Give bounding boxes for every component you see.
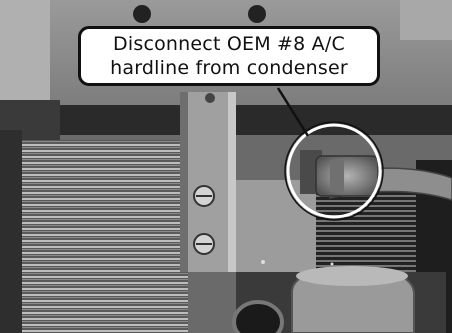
callout-line-1: Disconnect OEM #8 A/C	[113, 33, 345, 55]
ac-fitting	[315, 155, 379, 197]
panel-hole	[133, 5, 151, 23]
callout-leader	[276, 87, 310, 137]
hose-fitting	[232, 300, 284, 333]
condenser-fins	[18, 140, 188, 333]
panel-seam	[40, 105, 452, 135]
callout-line-2: hardline from condenser	[110, 57, 348, 79]
highlight-circle	[286, 123, 382, 219]
side-plate	[236, 180, 316, 272]
callout-box: Disconnect OEM #8 A/C hardline from cond…	[78, 26, 380, 86]
panel-hole	[248, 5, 266, 23]
condenser-mesh	[316, 185, 416, 280]
